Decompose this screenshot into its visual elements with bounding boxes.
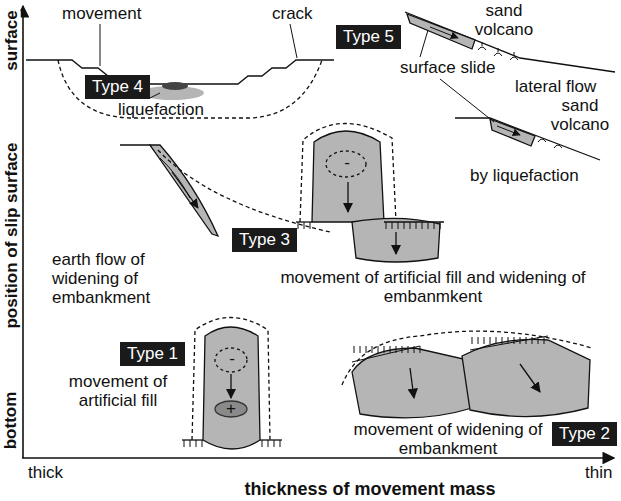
caption-text: movement of artificial fill [48, 372, 188, 410]
type-label: Type 1 [127, 344, 178, 363]
sign-mark: + [225, 399, 237, 418]
type-badge: Type 1 [120, 342, 185, 366]
type-label: Type 3 [239, 230, 290, 249]
sign-mark: - [226, 349, 238, 368]
type-label: Type 2 [559, 424, 610, 443]
type-badge: Type 2 [552, 422, 617, 446]
callout-text: by liquefaction [470, 166, 579, 185]
caption-text: movement of widening of embankment [352, 420, 544, 458]
callout-text: movement [62, 4, 141, 23]
caption-text: earth flow of widening of embankment [52, 250, 167, 307]
callout-text: crack [272, 4, 313, 23]
callout-text: sand volcano [548, 96, 612, 134]
type-badge: Type 4 [85, 75, 150, 99]
type-label: Type 4 [92, 77, 143, 96]
type-badge: Type 5 [336, 25, 401, 49]
callout-text: sand volcano [472, 1, 536, 39]
type-badge: Type 3 [232, 228, 297, 252]
axis-title: surface [2, 10, 21, 70]
callout-text: liquefaction [118, 100, 204, 119]
caption-text: movement of artificial fill and widening… [278, 268, 588, 306]
axis-title: position of slip surface [2, 142, 21, 328]
sign-mark: - [341, 153, 353, 172]
axis-end-label: thin [585, 463, 612, 482]
type-label: Type 5 [343, 27, 394, 46]
axis-title: bottom [2, 391, 21, 449]
callout-text: surface slide [400, 58, 495, 77]
callout-text: lateral flow [515, 77, 596, 96]
axis-end-label: thick [28, 463, 63, 482]
axis-title: thickness of movement mass [200, 480, 540, 499]
